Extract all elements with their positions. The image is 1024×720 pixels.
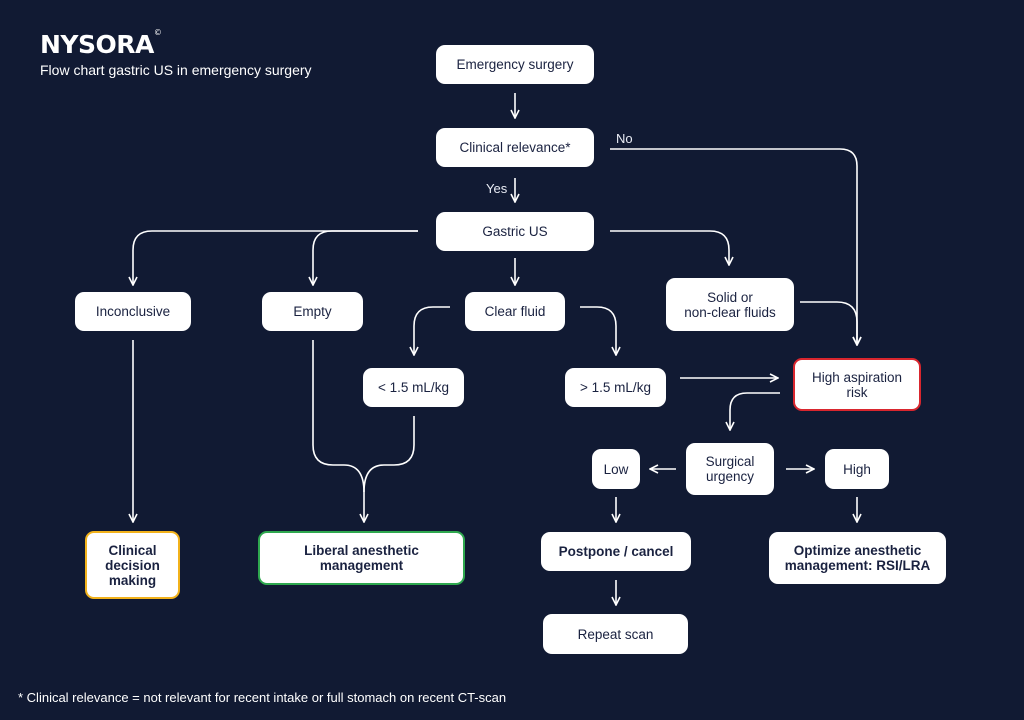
arrow-relevance-no-to-high-risk (610, 148, 857, 345)
arrow-clear-fluid-to-lt (414, 306, 450, 355)
node-clinical-decision-making: Clinical decision making (85, 531, 180, 599)
node-repeat-scan: Repeat scan (543, 614, 688, 654)
arrow-clear-fluid-to-gt (580, 306, 616, 355)
copyright-mark: © (153, 28, 162, 37)
node-surgical-urgency: Surgical urgency (686, 443, 774, 495)
node-lt-1-5-ml-kg: < 1.5 mL/kg (363, 368, 464, 407)
logo-text: NYSORA (40, 30, 154, 59)
node-solid-or-non-clear-fluids: Solid or non-clear fluids (666, 278, 794, 331)
line-empty-merge (312, 340, 365, 493)
node-clinical-relevance: Clinical relevance* (436, 128, 594, 167)
edge-label-no: No (616, 131, 633, 146)
node-liberal-anesthetic-management: Liberal anesthetic management (258, 531, 465, 585)
node-optimize-anesthetic-management: Optimize anesthetic management: RSI/LRA (769, 532, 946, 584)
arrow-solid-to-high-risk (800, 301, 857, 345)
page-subtitle: Flow chart gastric US in emergency surge… (40, 62, 312, 78)
node-high: High (825, 449, 889, 489)
node-clear-fluid: Clear fluid (465, 292, 565, 331)
arrow-gastric-to-empty (313, 230, 418, 285)
footnote: * Clinical relevance = not relevant for … (18, 690, 507, 705)
node-gt-1-5-ml-kg: > 1.5 mL/kg (565, 368, 666, 407)
line-lt-merge (363, 416, 415, 493)
node-emergency-surgery: Emergency surgery (436, 45, 594, 84)
node-empty: Empty (262, 292, 363, 331)
arrow-gastric-to-inconclusive (133, 230, 418, 285)
edge-label-yes: Yes (486, 181, 508, 196)
nysora-logo: NYSORA© (40, 28, 162, 59)
arrow-high-risk-to-urgency (730, 392, 780, 430)
node-postpone-cancel: Postpone / cancel (541, 532, 691, 571)
node-low: Low (592, 449, 640, 489)
node-gastric-us: Gastric US (436, 212, 594, 251)
node-high-aspiration-risk: High aspiration risk (793, 358, 921, 411)
arrow-gastric-to-solid (610, 230, 729, 265)
node-inconclusive: Inconclusive (75, 292, 191, 331)
